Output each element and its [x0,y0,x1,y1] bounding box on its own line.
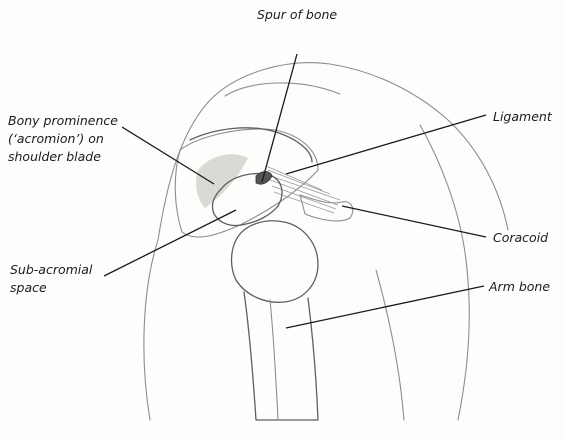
acromion-edge [190,128,312,162]
arm-contour [376,270,404,420]
leader-coracoid [342,206,486,237]
label-ligament: Ligament [493,108,552,126]
arm-bone-shading [270,300,278,420]
label-coracoid: Coracoid [493,229,548,247]
label-bony-prominence: Bony prominence (‘acromion’) on shoulder… [8,112,118,166]
arm-bone-shaft [244,292,318,420]
humeral-head [232,221,319,303]
neck-contour [225,83,340,96]
glenoid-shading [196,154,248,208]
leader-spur [262,54,297,182]
leader-sub-acromial [104,210,236,276]
label-spur-of-bone: Spur of bone [257,6,337,24]
label-arm-bone: Arm bone [489,278,550,296]
back-contour [420,125,469,420]
leader-arm-bone [286,286,484,328]
body-outline [144,63,508,420]
label-sub-acromial-space: Sub-acromial space [10,261,92,297]
leader-ligament [286,115,486,174]
